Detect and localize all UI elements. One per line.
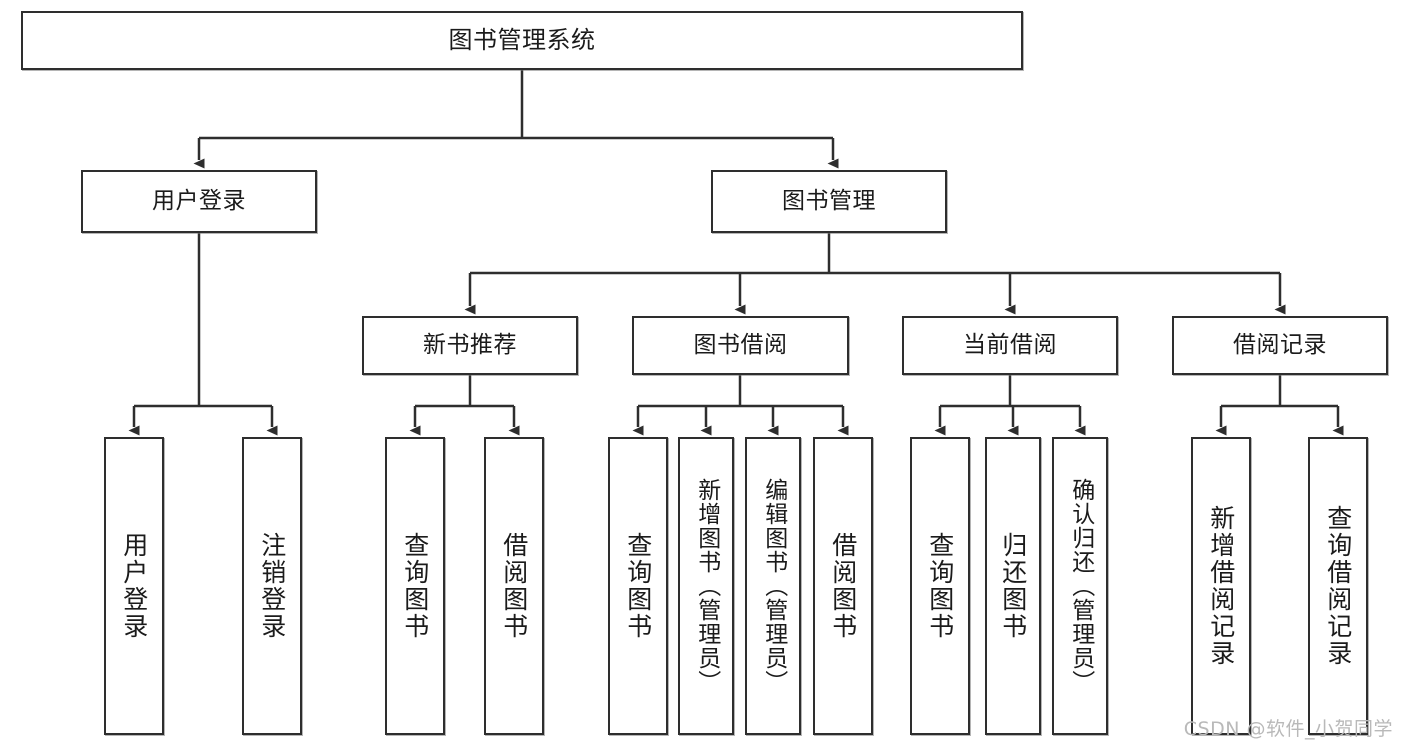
node-book-borrow[interactable]: 图书借阅	[632, 316, 849, 375]
leaf-borrow-book-2-label: 借阅图书	[828, 532, 858, 640]
leaf-add-record[interactable]: 新增借阅记录	[1191, 437, 1251, 735]
node-root-system-label: 图书管理系统	[448, 26, 596, 55]
leaf-add-book[interactable]: 新增图书（管理员）	[678, 437, 734, 735]
node-user-login[interactable]: 用户登录	[81, 170, 317, 233]
leaf-borrow-book-1[interactable]: 借阅图书	[484, 437, 544, 735]
leaf-user-login-label: 用户登录	[119, 532, 149, 640]
watermark-text: CSDN @软件_小贺同学	[1183, 718, 1393, 740]
node-book-borrow-label: 图书借阅	[693, 331, 788, 358]
leaf-query-book-3-label: 查询图书	[925, 532, 955, 640]
node-new-book-recommend-label: 新书推荐	[423, 331, 517, 358]
leaf-logout[interactable]: 注销登录	[242, 437, 302, 735]
node-current-borrow-label: 当前借阅	[963, 331, 1057, 358]
node-borrow-record[interactable]: 借阅记录	[1172, 316, 1388, 375]
node-root-system[interactable]: 图书管理系统	[21, 11, 1023, 70]
leaf-confirm-return[interactable]: 确认归还（管理员）	[1052, 437, 1108, 735]
leaf-query-book-2-label: 查询图书	[623, 532, 653, 640]
leaf-return-book[interactable]: 归还图书	[985, 437, 1041, 735]
leaf-query-book-2[interactable]: 查询图书	[608, 437, 668, 735]
leaf-query-book-1[interactable]: 查询图书	[385, 437, 445, 735]
leaf-query-record-label: 查询借阅记录	[1323, 505, 1353, 667]
node-book-management[interactable]: 图书管理	[711, 170, 947, 233]
leaf-return-book-label: 归还图书	[998, 532, 1028, 640]
leaf-user-login[interactable]: 用户登录	[104, 437, 164, 735]
leaf-logout-label: 注销登录	[257, 532, 287, 640]
leaf-query-record[interactable]: 查询借阅记录	[1308, 437, 1368, 735]
leaf-edit-book[interactable]: 编辑图书（管理员）	[745, 437, 801, 735]
node-borrow-record-label: 借阅记录	[1233, 331, 1327, 358]
leaf-query-book-1-label: 查询图书	[400, 532, 430, 640]
leaf-query-book-3[interactable]: 查询图书	[910, 437, 970, 735]
node-current-borrow[interactable]: 当前借阅	[902, 316, 1118, 375]
node-user-login-label: 用户登录	[152, 187, 246, 214]
node-book-management-label: 图书管理	[782, 187, 876, 214]
leaf-add-record-label: 新增借阅记录	[1206, 505, 1236, 667]
leaf-confirm-return-label: 确认归还（管理员）	[1067, 478, 1094, 694]
leaf-borrow-book-1-label: 借阅图书	[499, 532, 529, 640]
node-new-book-recommend[interactable]: 新书推荐	[362, 316, 578, 375]
leaf-add-book-label: 新增图书（管理员）	[693, 478, 720, 694]
leaf-edit-book-label: 编辑图书（管理员）	[760, 478, 787, 694]
leaf-borrow-book-2[interactable]: 借阅图书	[813, 437, 873, 735]
